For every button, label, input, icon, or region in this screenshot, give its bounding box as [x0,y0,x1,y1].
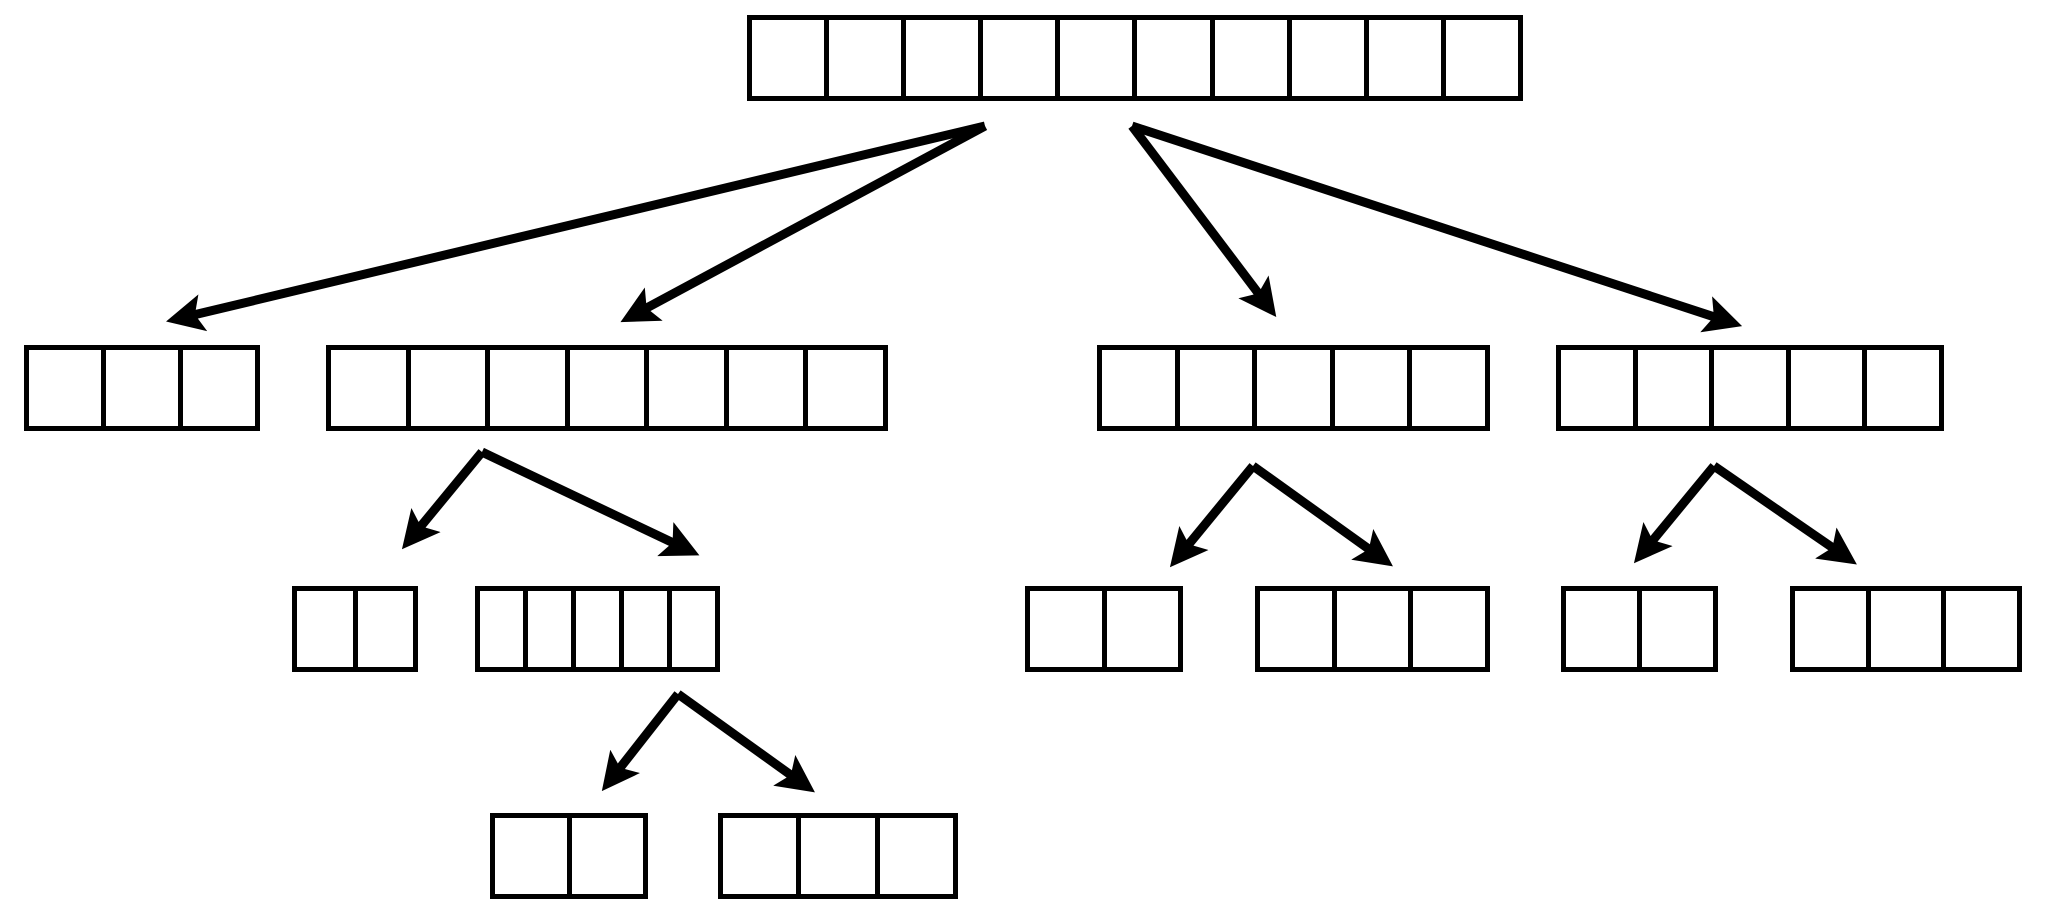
array-node[interactable] [1255,586,1491,672]
tree-edge-arrow [1250,462,1393,567]
array-node[interactable] [1561,586,1718,672]
array-cell[interactable] [1331,586,1414,672]
array-cell[interactable] [619,586,672,672]
array-cell[interactable] [1941,586,2023,672]
array-node[interactable] [24,345,260,431]
array-cell[interactable] [824,15,907,101]
array-cell[interactable] [1407,345,1490,431]
array-cell[interactable] [644,345,729,431]
array-cell[interactable] [1101,586,1183,672]
array-cell[interactable] [1329,345,1413,431]
array-cell[interactable] [1862,345,1944,431]
array-cell[interactable] [1363,15,1446,101]
array-cell[interactable] [178,345,260,431]
array-cell[interactable] [667,586,720,672]
array-cell[interactable] [747,15,830,101]
array-cell[interactable] [1785,345,1868,431]
array-node[interactable] [1025,586,1183,672]
tree-edge-arrow [675,690,815,793]
array-cell[interactable] [1709,345,1791,431]
array-cell[interactable] [523,586,576,672]
array-cell[interactable] [874,813,958,899]
tree-edge-arrow [1711,462,1857,565]
array-node[interactable] [475,586,720,672]
array-cell[interactable] [475,586,528,672]
tree-edges [166,121,1857,793]
array-cell[interactable] [1408,586,1491,672]
tree-edge-arrow [1169,463,1257,568]
array-cell[interactable] [1286,15,1369,101]
array-cell[interactable] [101,345,183,431]
array-cell[interactable] [24,345,106,431]
tree-edge-arrow [601,691,682,792]
array-cell[interactable] [1790,586,1871,672]
tree-edge-arrow [166,121,987,332]
array-cell[interactable] [1632,345,1715,431]
array-cell[interactable] [1055,15,1138,101]
array-node[interactable] [490,813,648,899]
array-cell[interactable] [1174,345,1258,431]
array-cell[interactable] [1556,345,1638,431]
array-cell[interactable] [1252,345,1335,431]
array-cell[interactable] [1025,586,1107,672]
array-node[interactable] [718,813,958,899]
tree-edge-arrow [1633,463,1718,564]
array-cell[interactable] [1561,586,1642,672]
array-node[interactable] [326,345,889,431]
array-cell[interactable] [803,345,889,431]
array-node[interactable] [1790,586,2023,672]
array-cell[interactable] [1637,586,1718,672]
array-node[interactable] [292,586,418,672]
array-cell[interactable] [901,15,984,101]
array-cell[interactable] [796,813,880,899]
array-cell[interactable] [978,15,1061,101]
array-cell[interactable] [1132,15,1215,101]
tree-edge-arrow [620,122,988,323]
array-cell[interactable] [566,813,648,899]
tree-edge-arrow [401,449,486,550]
array-cell[interactable] [1865,586,1947,672]
array-cell[interactable] [405,345,491,431]
tree-edge-arrow [1130,121,1743,333]
array-cell[interactable] [292,586,358,672]
array-node[interactable] [747,15,1523,101]
array-cell[interactable] [718,813,802,899]
array-cell[interactable] [1097,345,1180,431]
tree-edge-arrow [480,447,700,557]
array-cell[interactable] [485,345,570,431]
array-cell[interactable] [1209,15,1292,101]
array-cell[interactable] [1255,586,1337,672]
array-node[interactable] [1097,345,1490,431]
array-cell[interactable] [326,345,411,431]
array-cell[interactable] [564,345,650,431]
array-cell[interactable] [352,586,418,672]
array-cell[interactable] [490,813,572,899]
array-cell[interactable] [723,345,809,431]
array-cell[interactable] [571,586,624,672]
array-node[interactable] [1556,345,1944,431]
tree-edge-arrow [1128,123,1277,318]
array-cell[interactable] [1440,15,1523,101]
